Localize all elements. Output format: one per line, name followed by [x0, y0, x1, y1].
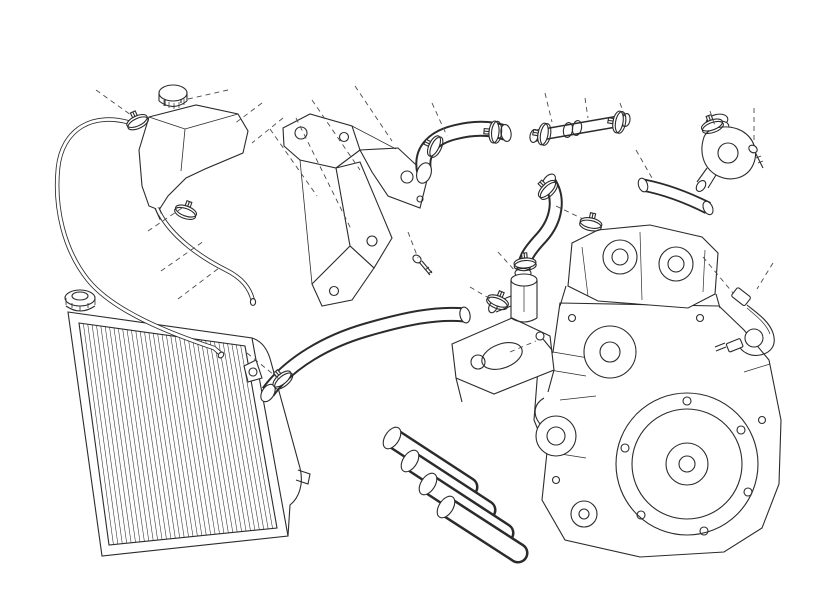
hose-clamp [700, 114, 724, 135]
water-pump [535, 415, 577, 457]
radiator [64, 289, 311, 557]
hose-clamp [513, 252, 537, 272]
hose-clamp [532, 122, 552, 146]
hose-clamp [272, 368, 294, 390]
hose-clamp [486, 290, 509, 311]
clutch-cover [615, 392, 759, 536]
tank-outlet-hose [158, 212, 257, 306]
expansion-tank-cap [158, 84, 188, 109]
hose-clamp [174, 200, 198, 221]
union-bolt [535, 331, 553, 351]
hose-clamp [126, 110, 149, 131]
engine [382, 224, 782, 564]
hose-clamp [483, 120, 503, 144]
hose-clamp [537, 179, 558, 200]
cover-screw [748, 144, 764, 169]
hose-clamp [579, 212, 603, 232]
radiator-mount-tab [243, 359, 263, 383]
mounting-bracket [282, 113, 429, 307]
overflow-hose [54, 117, 225, 359]
bypass-hose [637, 177, 714, 216]
inspection-cover [583, 325, 637, 379]
cam-cover [658, 246, 694, 282]
radiator-fins [83, 323, 273, 545]
lower-radiator-hose [260, 306, 471, 403]
intake-runners [382, 426, 529, 564]
radiator-pressure-cap [64, 289, 96, 312]
front-sprocket [570, 500, 598, 528]
expansion-tank [131, 84, 249, 221]
bracket-screw [412, 254, 433, 276]
cam-cover [602, 239, 638, 275]
temperature-sensor [714, 287, 775, 356]
starter-boss [744, 328, 764, 348]
cylinder-head [567, 224, 719, 309]
hose-clamp [423, 135, 444, 158]
leader-lines-layer [95, 85, 774, 380]
clamps-layer [126, 110, 724, 390]
hose-clamp [607, 110, 627, 134]
